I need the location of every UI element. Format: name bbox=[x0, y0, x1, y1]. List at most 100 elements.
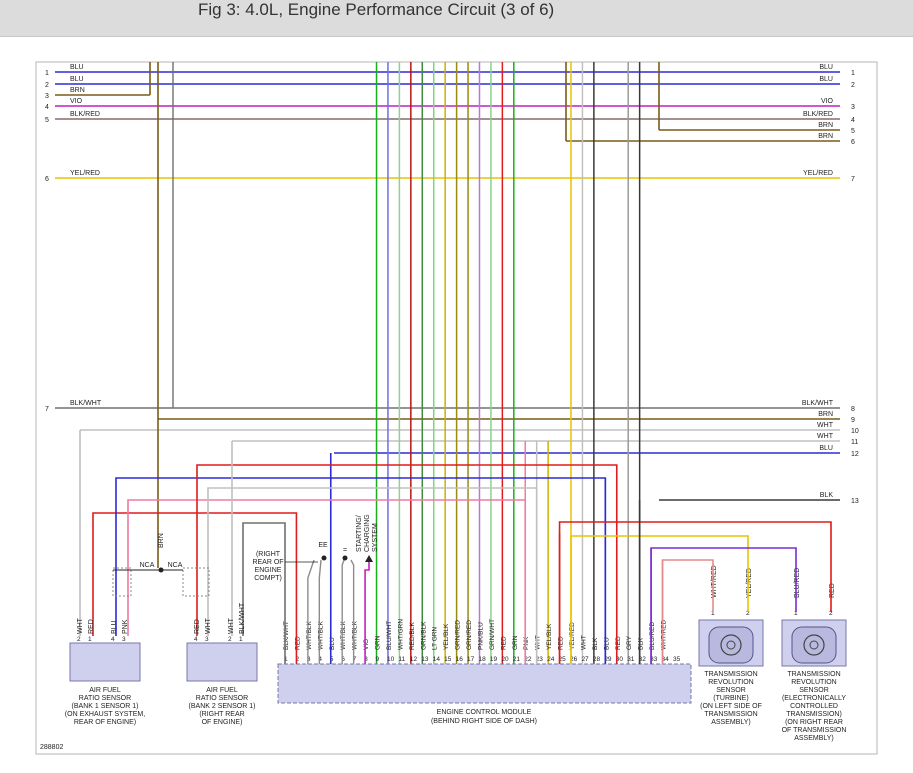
ecm-wire-color-12: RED/BLK bbox=[409, 622, 416, 650]
af1-wire-label: BLU bbox=[111, 620, 118, 634]
ecm-pin-number-11: 11 bbox=[398, 656, 405, 663]
ecm-wire-color-23: WHT bbox=[535, 635, 542, 650]
af1-label: (BANK 1 SENSOR 1) bbox=[72, 703, 139, 710]
ecm-wire-color-31: GRY bbox=[626, 635, 633, 650]
trs1-pin-number: 2 bbox=[746, 610, 750, 617]
trs1-label: ASSEMBLY) bbox=[711, 719, 751, 726]
wire-color-label-left: BRN bbox=[70, 87, 85, 94]
af2-wire-label: WHT bbox=[205, 617, 212, 634]
wire-color-label-left: YEL/RED bbox=[70, 170, 100, 177]
ground-location-note: ENGINE bbox=[255, 567, 282, 574]
wire-number-left: 3 bbox=[45, 93, 49, 100]
wire-number-right: 3 bbox=[851, 104, 855, 111]
wire-number-right: 9 bbox=[851, 417, 855, 424]
wire-nt-minus-yelred bbox=[570, 535, 749, 664]
trs2-label: OF TRANSMISSION bbox=[782, 727, 847, 734]
ground-wire-e03 bbox=[318, 559, 322, 664]
ecm-pin-number-1: 1 bbox=[284, 656, 288, 663]
ecm-wire-color-4: WHT/BLK bbox=[317, 620, 324, 650]
trs1-wire-label: WHT/RED bbox=[711, 565, 718, 598]
ecm-wire-color-25: RED bbox=[558, 636, 565, 650]
ecm-pin-number-23: 23 bbox=[536, 656, 544, 663]
ground-point bbox=[342, 555, 348, 561]
wire-a1a-minus-blu bbox=[115, 477, 607, 664]
wire-number-right: 10 bbox=[851, 428, 859, 435]
connector-af1-dashed bbox=[112, 567, 132, 597]
trs1-label: REVOLUTION bbox=[708, 679, 754, 686]
ecm-pin-number-5: 5 bbox=[330, 656, 334, 663]
wire-color-label-left: BLK/WHT bbox=[70, 400, 102, 407]
wire-ha2a-blkwht bbox=[242, 522, 286, 664]
wire-color-label-right: VIO bbox=[821, 98, 834, 105]
af2-wire-label: BLK/WHT bbox=[239, 602, 246, 634]
trs2-wire-label: BLU/RED bbox=[794, 568, 801, 598]
af2-pin-number: 2 bbox=[228, 636, 232, 643]
connector-af2-dashed bbox=[182, 567, 210, 597]
ground-label-ee: EE bbox=[318, 542, 328, 549]
af1-label: RATIO SENSOR bbox=[79, 695, 131, 702]
trs1-label: SENSOR bbox=[716, 687, 746, 694]
nca-label-left: NCA bbox=[140, 562, 155, 569]
wire-number-left: 7 bbox=[45, 406, 49, 413]
ecm-pin-number-35: 35 bbox=[673, 656, 681, 663]
ecm-pin-number-9: 9 bbox=[376, 656, 380, 663]
ecm-wire-color-10: BLU/WHT bbox=[386, 621, 393, 650]
wire-number-left: 4 bbox=[45, 104, 49, 111]
wire-color-label-right: BLU bbox=[819, 64, 833, 71]
wire-color-label-right: BRN bbox=[818, 133, 833, 140]
ecm-pin-number-7: 7 bbox=[353, 656, 357, 663]
ground-wire-e05 bbox=[341, 559, 345, 664]
wire-number-right: 6 bbox=[851, 139, 855, 146]
ecm-wire-color-29: BLU bbox=[603, 637, 610, 650]
splice-point bbox=[158, 567, 164, 573]
ecm-pin-number-10: 10 bbox=[387, 656, 395, 663]
page-title: Fig 3: 4.0L, Engine Performance Circuit … bbox=[198, 0, 555, 19]
ecm-wire-color-32: BLK bbox=[638, 637, 645, 650]
wire-color-label-right: BLU bbox=[819, 76, 833, 83]
ecm-wire-color-2: RED bbox=[294, 636, 301, 650]
ecm-wire-color-24: YEL/BLK bbox=[546, 623, 553, 650]
ecm-wire-color-30: RED bbox=[615, 636, 622, 650]
title-bar: Fig 3: 4.0L, Engine Performance Circuit … bbox=[0, 0, 913, 37]
ecm-wire-color-1: BLK/WHT bbox=[283, 621, 290, 650]
wire-number-left: 6 bbox=[45, 176, 49, 183]
ecm-pin-number-28: 28 bbox=[593, 656, 601, 663]
ground-point-ee bbox=[321, 555, 327, 561]
ecm-pin-number-30: 30 bbox=[616, 656, 624, 663]
ecm-wire-color-17: GRN/RED bbox=[466, 620, 473, 650]
af2-sensor-box bbox=[186, 642, 258, 682]
af2-pin-number: 3 bbox=[205, 636, 209, 643]
trs2-sensor-icon bbox=[803, 634, 825, 656]
ecm-wire-color-20: RED bbox=[500, 636, 507, 650]
ground-location-note: COMPT) bbox=[254, 575, 282, 582]
trs2-label: REVOLUTION bbox=[791, 679, 837, 686]
ecm-wire-color-8: VIO bbox=[363, 639, 370, 650]
trs1-pin-number: 1 bbox=[711, 610, 715, 617]
af1-wire-label: PNK bbox=[122, 619, 129, 634]
ground-location-note: (RIGHT bbox=[256, 551, 281, 558]
af1-pin-number: 2 bbox=[77, 636, 81, 643]
ecm-wire-color-3: WHT/BLK bbox=[306, 620, 313, 650]
ecm-wire-color-26: YEL/RED bbox=[569, 622, 576, 650]
trs2-label: CONTROLLED bbox=[790, 703, 838, 710]
ecm-wire-color-9: GRN bbox=[375, 635, 382, 650]
af1-label: AIR FUEL bbox=[89, 687, 121, 694]
ecm-pin-number-22: 22 bbox=[524, 656, 532, 663]
ground-wire-e04 bbox=[350, 559, 355, 664]
ecm-pin-number-29: 29 bbox=[604, 656, 612, 663]
ecm-pin-number-3: 3 bbox=[307, 656, 311, 663]
trs1-label: TRANSMISSION bbox=[704, 671, 757, 678]
af1-label: REAR OF ENGINE) bbox=[74, 719, 136, 726]
trs2-label: TRANSMISSION) bbox=[786, 711, 842, 718]
ecm-pin-number-25: 25 bbox=[559, 656, 567, 663]
starting-system-label: CHARGING bbox=[364, 514, 371, 552]
wire-nt-plus-whtred bbox=[661, 559, 714, 664]
ecm-pin-number-32: 32 bbox=[639, 656, 647, 663]
wire-color-label-left: VIO bbox=[70, 98, 83, 105]
starting-system-label: STARTING/ bbox=[356, 515, 363, 552]
wire-a2a-plus-wht bbox=[207, 487, 538, 664]
ecm-pin-number-18: 18 bbox=[478, 656, 486, 663]
af1-pin-number: 4 bbox=[111, 636, 115, 643]
ecm-pin-number-27: 27 bbox=[581, 656, 589, 663]
